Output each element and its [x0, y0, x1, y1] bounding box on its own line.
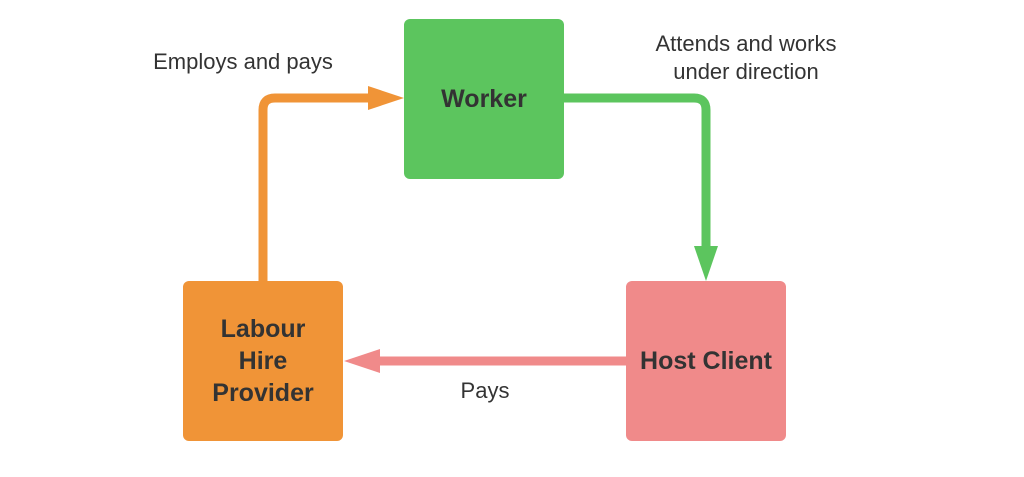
edge-label-employs-and-pays: Employs and pays — [153, 49, 333, 74]
edge-employs-and-pays-line — [258, 93, 370, 281]
edge-attends-and-works-arrowhead — [694, 246, 718, 281]
edge-employs-and-pays-arrowhead — [368, 86, 404, 110]
labour-hire-provider-node: Labour Hire Provider — [183, 281, 343, 441]
worker-node: Worker — [404, 19, 564, 179]
edge-label-attends-and-works: Attends and works under direction — [655, 31, 837, 84]
host-client-node: Host Client — [626, 281, 786, 441]
edge-pays-arrowhead — [344, 349, 380, 373]
edge-label-pays: Pays — [460, 378, 510, 403]
edge-attends-and-works-line — [564, 93, 711, 248]
